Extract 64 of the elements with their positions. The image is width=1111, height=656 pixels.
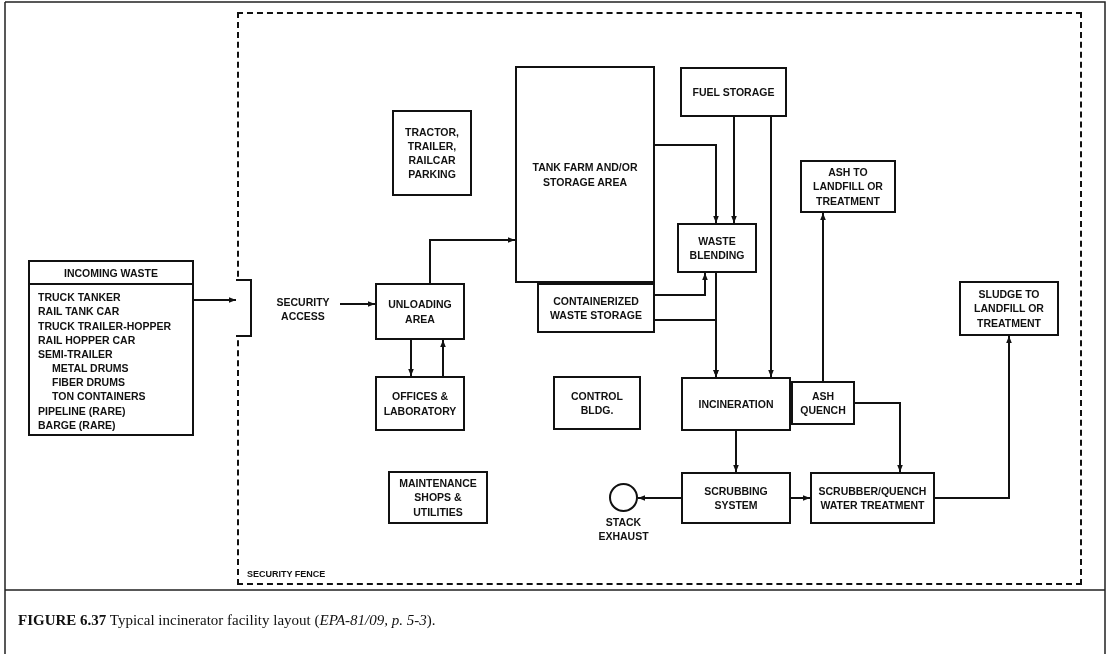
node-label: SCRUBBER/QUENCH WATER TREATMENT — [817, 483, 928, 513]
beside-label: STACK EXHAUST — [597, 515, 650, 544]
node-label: CONTROL BLDG. — [570, 388, 624, 418]
list-item: TRUCK TRAILER-HOPPER — [37, 318, 172, 333]
node-label: TANK FARM AND/OR STORAGE AREA — [531, 160, 639, 189]
process-box — [810, 472, 935, 524]
arrow — [637, 495, 682, 501]
list-heading: INCOMING WASTE — [30, 262, 192, 286]
list-item: METAL DRUMS — [51, 361, 130, 376]
arrow — [790, 495, 811, 501]
arrow — [429, 237, 516, 284]
node-label: CONTAINERIZED WASTE STORAGE — [549, 293, 643, 323]
security-fence — [237, 12, 1082, 585]
arrow — [820, 212, 826, 382]
arrow — [713, 272, 719, 378]
node-label: UNLOADING AREA — [387, 297, 453, 326]
arrow — [934, 335, 1012, 499]
process-box — [681, 472, 791, 524]
list-item: RAIL TANK CAR — [37, 304, 121, 319]
node-label: MAINTENANCE SHOPS & UTILITIES — [398, 476, 478, 519]
node-label: ASH TO LANDFILL OR TREATMENT — [812, 165, 884, 208]
arrow — [731, 116, 737, 224]
node-label: SCRUBBING SYSTEM — [703, 483, 769, 513]
stack-circle — [609, 483, 638, 512]
node-label: FUEL STORAGE — [691, 84, 776, 100]
arrow — [654, 144, 719, 224]
process-box — [681, 377, 791, 431]
arrow — [408, 339, 414, 377]
process-box — [388, 471, 488, 524]
process-box — [515, 66, 655, 283]
list-item: TON CONTAINERS — [51, 389, 147, 404]
process-box — [800, 160, 896, 213]
arrow — [768, 116, 774, 378]
arrow — [440, 339, 446, 377]
process-box — [553, 376, 641, 430]
arrow — [654, 272, 708, 296]
process-box — [375, 376, 465, 431]
list-item: SEMI-TRAILER — [37, 346, 114, 362]
list-item: RAIL HOPPER CAR — [37, 332, 137, 347]
node-label: INCINERATION — [697, 396, 775, 412]
process-box — [537, 283, 655, 333]
node-label: SLUDGE TO LANDFILL OR TREATMENT — [973, 287, 1045, 330]
arrow — [339, 301, 376, 307]
list-box — [28, 260, 194, 436]
arrow — [733, 430, 739, 473]
node-label: TRACTOR, TRAILER, RAILCAR PARKING — [403, 124, 461, 182]
node-label: ASH QUENCH — [799, 388, 847, 418]
node-label: SECURITY ACCESS — [275, 294, 331, 324]
list-item: TRUCK TANKER — [37, 290, 122, 305]
process-box — [677, 223, 757, 273]
process-box — [375, 283, 465, 340]
list-item: FIBER DRUMS — [51, 375, 126, 390]
arrow — [193, 297, 237, 303]
process-box — [791, 381, 855, 425]
process-box — [680, 67, 787, 117]
node-label: OFFICES & LABORATORY — [382, 389, 458, 418]
arrow — [854, 402, 903, 473]
figure-caption: FIGURE 6.37 Typical incinerator facility layout (EPA-81/09, p. 5-3). — [18, 612, 436, 629]
process-box — [959, 281, 1059, 336]
process-box — [392, 110, 472, 196]
list-item: BARGE (RARE) — [37, 417, 117, 432]
node-label: WASTE BLENDING — [688, 233, 746, 263]
fence-label: SECURITY FENCE — [247, 567, 326, 580]
list-item: PIPELINE (RARE) — [37, 403, 127, 418]
